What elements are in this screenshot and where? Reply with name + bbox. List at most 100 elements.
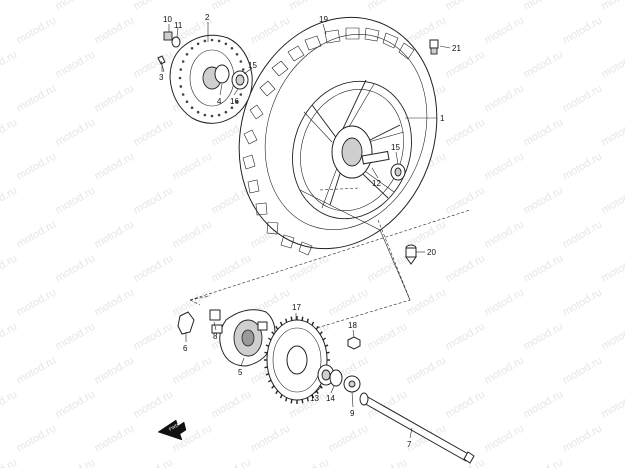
- watermark-text: motod.ru: [15, 422, 59, 454]
- watermark-text: motod.ru: [444, 116, 488, 148]
- wheel-bearing-right: [390, 163, 406, 181]
- watermark-text: motod.ru: [132, 388, 176, 420]
- watermark-text: motod.ru: [522, 48, 566, 80]
- watermark-text: motod.ru: [15, 218, 59, 250]
- disc-hole: [181, 93, 185, 96]
- callout-4: 4: [217, 97, 222, 106]
- watermark-text: motod.ru: [600, 456, 625, 468]
- watermark-text: motod.ru: [366, 456, 410, 468]
- callout-2: 2: [205, 13, 210, 22]
- sprocket-tooth: [326, 351, 330, 354]
- watermark-text: motod.ru: [444, 48, 488, 80]
- disc-hole: [178, 76, 182, 80]
- damper-clip: [177, 311, 195, 335]
- sprocket-tooth: [306, 397, 309, 402]
- watermark-text: motod.ru: [15, 286, 59, 318]
- sprocket-tooth: [285, 318, 288, 323]
- watermark-text: motod.ru: [444, 320, 488, 352]
- callout-17: 17: [292, 303, 301, 312]
- watermark-text: motod.ru: [288, 252, 332, 284]
- sprocket-tooth: [324, 344, 329, 347]
- disc-hole: [235, 100, 239, 103]
- watermark-text: motod.ru: [483, 218, 527, 250]
- watermark-text: motod.ru: [249, 422, 293, 454]
- watermark-text: motod.ru: [327, 422, 371, 454]
- callout-5: 5: [238, 368, 243, 377]
- watermark-text: motod.ru: [600, 252, 625, 284]
- watermark-text: motod.ru: [522, 388, 566, 420]
- disc-hole: [241, 68, 245, 71]
- watermark-text: motod.ru: [54, 116, 98, 148]
- watermark-text: motod.ru: [366, 320, 410, 352]
- sprocket-tooth: [279, 394, 283, 399]
- air-valve-cap: [429, 39, 439, 55]
- disc-hole: [217, 113, 221, 117]
- watermark-text: motod.ru: [171, 286, 215, 318]
- disc-hole: [181, 60, 185, 63]
- callout-16: 16: [230, 97, 239, 106]
- watermark-text: motod.ru: [444, 0, 488, 13]
- watermark-text: motod.ru: [444, 388, 488, 420]
- sprocket-tooth: [264, 366, 268, 369]
- watermark-text: motod.ru: [522, 184, 566, 216]
- disc-hole: [190, 106, 194, 110]
- sprocket-nut: [347, 336, 361, 350]
- sprocket-tooth: [279, 321, 283, 326]
- watermark-text: motod.ru: [54, 456, 98, 468]
- watermark-text: motod.ru: [132, 116, 176, 148]
- watermark-text: motod.ru: [522, 116, 566, 148]
- watermark-text: motod.ru: [54, 320, 98, 352]
- disc-hole: [217, 39, 221, 43]
- watermark-text: motod.ru: [405, 354, 449, 386]
- callout-1: 1: [440, 114, 445, 123]
- watermark-text: motod.ru: [561, 218, 605, 250]
- watermark-text: motod.ru: [132, 0, 176, 13]
- disc-hole: [230, 106, 234, 110]
- callout-15-right: 15: [391, 143, 400, 152]
- disc-hole: [185, 100, 189, 103]
- callout-20: 20: [427, 248, 436, 257]
- disc-hole: [239, 93, 243, 96]
- watermark-text: motod.ru: [0, 456, 19, 468]
- watermark-text: motod.ru: [15, 354, 59, 386]
- wheel-bearing-left: [214, 64, 249, 90]
- watermark-text: motod.ru: [405, 286, 449, 318]
- watermark-text: motod.ru: [366, 252, 410, 284]
- watermark-text: motod.ru: [561, 82, 605, 114]
- sprocket-tooth: [322, 337, 327, 341]
- watermark-text: motod.ru: [210, 456, 254, 468]
- watermark-text: motod.ru: [171, 354, 215, 386]
- tire-valve: [405, 244, 417, 265]
- disc-hole: [224, 42, 228, 46]
- watermark-text: motod.ru: [210, 388, 254, 420]
- watermark-text: motod.ru: [54, 48, 98, 80]
- watermark-text: motod.ru: [93, 14, 137, 46]
- hub-bearing-spacer: [317, 364, 361, 393]
- watermark-text: motod.ru: [483, 150, 527, 182]
- callout-9: 9: [350, 409, 355, 418]
- watermark-text: motod.ru: [15, 82, 59, 114]
- watermark-text: motod.ru: [600, 320, 625, 352]
- watermark-text: motod.ru: [15, 14, 59, 46]
- watermark-text: motod.ru: [405, 14, 449, 46]
- disc-hole: [190, 46, 194, 50]
- sprocket-tooth: [271, 385, 275, 389]
- rear-axle: [359, 392, 475, 464]
- watermark-text: motod.ru: [132, 184, 176, 216]
- watermark-text: motod.ru: [210, 252, 254, 284]
- disc-hole: [235, 53, 239, 56]
- callout-18: 18: [348, 321, 357, 330]
- sprocket-tooth: [290, 399, 293, 404]
- callout-6: 6: [183, 344, 188, 353]
- disc-hole: [230, 46, 234, 50]
- sprocket-tooth: [301, 399, 304, 404]
- watermark-text: motod.ru: [54, 184, 98, 216]
- watermark-text: motod.ru: [522, 320, 566, 352]
- callout-8: 8: [213, 332, 218, 341]
- watermark-text: motod.ru: [54, 252, 98, 284]
- watermark-text: motod.ru: [249, 14, 293, 46]
- sprocket-tooth: [290, 316, 293, 321]
- watermark-text: motod.ru: [132, 456, 176, 468]
- watermark-text: motod.ru: [522, 252, 566, 284]
